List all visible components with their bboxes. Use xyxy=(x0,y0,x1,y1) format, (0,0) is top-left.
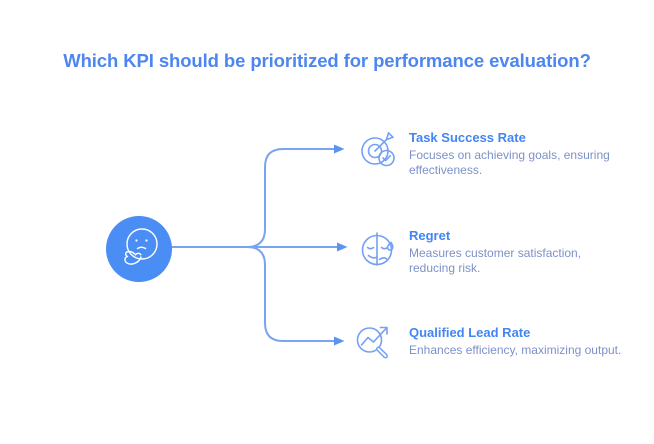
item-title: Task Success Rate xyxy=(409,130,526,145)
regret-face-tear-icon xyxy=(354,225,404,275)
page-title: Which KPI should be prioritized for perf… xyxy=(63,50,591,71)
connector-bottom xyxy=(246,246,336,342)
thinking-face-icon xyxy=(124,228,158,265)
central-thinking-node xyxy=(106,216,172,282)
item-description: Focuses on achieving goals, ensuring eff… xyxy=(409,148,610,177)
arrowhead-bottom-icon xyxy=(334,336,345,346)
arrowhead-top-icon xyxy=(334,144,345,154)
arrowhead-middle-icon xyxy=(337,242,348,252)
target-dart-check-icon xyxy=(356,127,406,177)
item-title: Qualified Lead Rate xyxy=(409,325,531,340)
item-description: Enhances efficiency, maximizing output. xyxy=(409,343,622,357)
item-description: Measures customer satisfaction, reducing… xyxy=(409,246,582,275)
connector-top xyxy=(246,148,336,248)
item-title: Regret xyxy=(409,228,451,243)
magnifier-trend-arrow-icon xyxy=(351,318,401,368)
